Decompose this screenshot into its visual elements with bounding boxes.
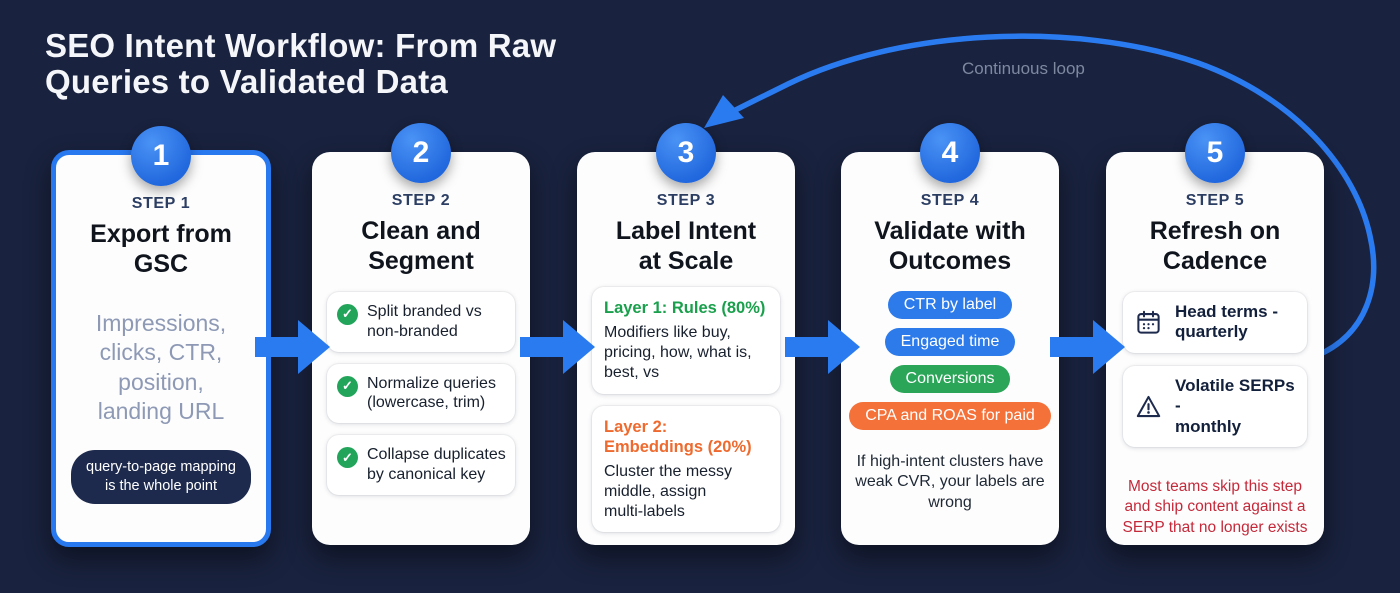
step-card-3: 3 STEP 3 Label Intent at Scale Layer 1: …: [577, 123, 795, 545]
metric-pill: CPA and ROAS for paid: [849, 402, 1051, 430]
step-title: Label Intent at Scale: [615, 217, 757, 275]
step-card-5: 5 STEP 5 Refresh on Cadence Head terms -…: [1106, 123, 1324, 545]
metric-pill: Engaged time: [884, 328, 1016, 356]
loop-curve: [721, 33, 1377, 359]
checklist-item: ✓ Collapse duplicates by canonical key: [327, 435, 515, 495]
cadence-list: Head terms - quarterly Volatile SERPs - …: [1106, 292, 1324, 447]
validation-note: If high-intent clusters have weak CVR, y…: [855, 453, 1045, 511]
step-body-text: Impressions, clicks, CTR, position, land…: [95, 310, 227, 425]
page-title: SEO Intent Workflow: From Raw Queries to…: [45, 27, 557, 101]
flow-arrow: [785, 320, 860, 374]
check-icon: ✓: [337, 375, 358, 397]
layer-body: Cluster the messy middle, assign multi-l…: [604, 462, 733, 520]
step-title: Validate with Outcomes: [874, 217, 1026, 275]
calendar-icon: [1137, 310, 1160, 334]
checklist-item-label: Collapse duplicates by canonical key: [367, 446, 506, 484]
step-number-badge: 2: [391, 123, 451, 183]
warning-icon: [1136, 395, 1161, 417]
step-card-2: 2 STEP 2 Clean and Segment ✓ Split brand…: [312, 123, 530, 545]
step-card-1: 1 STEP 1 Export from GSC Impressions, cl…: [51, 126, 271, 547]
cadence-item-label: Head terms - quarterly: [1175, 302, 1278, 342]
checklist-item-label: Split branded vs non-branded: [367, 303, 482, 340]
step-label: STEP 1: [131, 195, 191, 212]
flow-arrow: [520, 320, 595, 374]
step-title: Clean and Segment: [361, 217, 481, 275]
step-number-badge: 1: [131, 126, 191, 186]
step-number-badge: 3: [656, 123, 716, 183]
step-title: Export from GSC: [90, 220, 232, 278]
checklist-item-label: Normalize queries (lowercase, trim): [367, 374, 496, 412]
checklist: ✓ Split branded vs non-branded ✓ Normali…: [312, 292, 530, 495]
step-card-4: 4 STEP 4 Validate with Outcomes CTR by l…: [841, 123, 1059, 545]
layer-heading: Layer 2: Embeddings (20%): [604, 417, 752, 456]
flow-arrow: [255, 320, 330, 374]
checklist-item: ✓ Normalize queries (lowercase, trim): [327, 363, 515, 424]
step-label: STEP 4: [920, 192, 980, 209]
continuous-loop-label: Continuous loop: [962, 59, 1085, 78]
layer-list: Layer 1: Rules (80%) Modifiers like buy,…: [577, 287, 795, 533]
key-point-pill: query-to-page mapping is the whole point: [71, 450, 251, 504]
loop-arrowhead-icon: [704, 95, 744, 128]
flow-arrow: [1050, 320, 1125, 374]
checklist-item: ✓ Split branded vs non-branded: [327, 292, 515, 352]
check-icon: ✓: [337, 304, 358, 325]
step-label: STEP 3: [656, 192, 716, 209]
cadence-item: Volatile SERPs - monthly: [1123, 365, 1307, 447]
step-label: STEP 5: [1185, 192, 1245, 209]
layer-box: Layer 1: Rules (80%) Modifiers like buy,…: [592, 287, 780, 394]
check-icon: ✓: [337, 447, 358, 469]
step-number-badge: 5: [1185, 123, 1245, 183]
layer-body: Modifiers like buy, pricing, how, what i…: [604, 324, 752, 381]
step-number-badge: 4: [920, 123, 980, 183]
skip-warning-text: Most teams skip this step and ship conte…: [1122, 477, 1308, 536]
cadence-item-label: Volatile SERPs - monthly: [1175, 375, 1295, 436]
metric-pill-list: CTR by label Engaged time Conversions CP…: [841, 291, 1059, 430]
metric-pill: CTR by label: [887, 291, 1013, 319]
layer-box: Layer 2: Embeddings (20%) Cluster the me…: [592, 405, 780, 533]
layer-heading: Layer 1: Rules (80%): [604, 299, 766, 317]
step-title: Refresh on Cadence: [1149, 217, 1281, 275]
metric-pill: Conversions: [889, 365, 1011, 393]
step-label: STEP 2: [391, 192, 451, 209]
cadence-item: Head terms - quarterly: [1123, 292, 1307, 353]
